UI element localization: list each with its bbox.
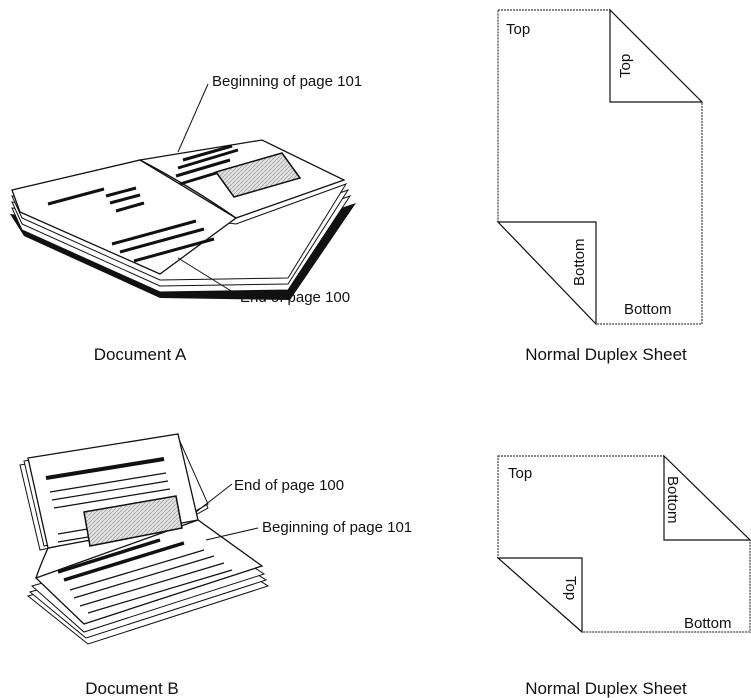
duplex-2-bottom-label: Bottom xyxy=(684,615,732,632)
caption-document-b: Document B xyxy=(85,679,179,698)
duplex-2-sheet xyxy=(497,455,751,633)
callout-leader-a-top xyxy=(177,83,209,153)
book-b-image-box xyxy=(83,495,183,547)
duplex-1-top-label: Top xyxy=(506,21,530,38)
duplex-2-fold-top-label: Bottom xyxy=(664,476,681,524)
book-a-left-page xyxy=(11,159,238,275)
duplex-1-fold-top xyxy=(609,8,704,103)
callout-a-end: End of page 100 xyxy=(240,289,350,306)
callout-leader-b-bottom xyxy=(205,527,259,541)
document-b-illustration xyxy=(19,433,270,645)
callout-leader-b-top xyxy=(195,483,233,513)
duplex-sheet-1 xyxy=(496,8,704,326)
duplex-1-fold-bottom xyxy=(496,221,597,326)
duplex-2-top-label: Top xyxy=(508,465,532,482)
duplex-1-fold-top-label: Top xyxy=(617,54,634,78)
callout-b-end: End of page 100 xyxy=(234,477,344,494)
book-a-image-box xyxy=(214,152,302,198)
document-a-illustration xyxy=(10,83,356,300)
callout-a-beginning: Beginning of page 101 xyxy=(212,73,362,90)
callout-b-beginning: Beginning of page 101 xyxy=(262,519,412,536)
duplex-2-fold-top xyxy=(663,454,751,541)
caption-document-a: Document A xyxy=(94,345,187,364)
book-b-lower-page xyxy=(34,519,264,625)
duplex-sheet-2 xyxy=(496,454,751,634)
duplex-2-fold-bottom xyxy=(496,557,583,634)
duplex-1-sheet xyxy=(497,9,703,325)
duplex-2-fold-bottom-label: Top xyxy=(562,576,579,600)
duplex-1-bottom-label: Bottom xyxy=(624,301,672,318)
caption-duplex-2: Normal Duplex Sheet xyxy=(525,679,687,698)
callout-leader-a-bottom xyxy=(177,257,237,295)
caption-duplex-1: Normal Duplex Sheet xyxy=(525,345,687,364)
duplex-1-fold-bottom-label: Bottom xyxy=(571,238,588,286)
